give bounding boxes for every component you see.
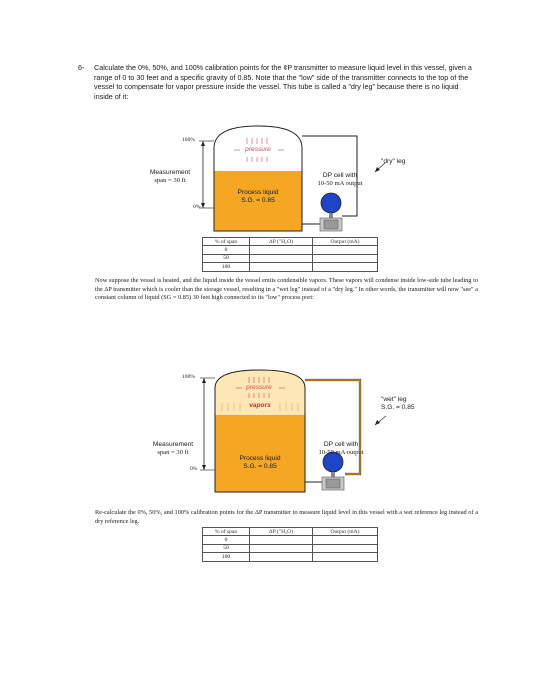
table-row: 100 — [202, 262, 378, 272]
span-arrow-up — [201, 141, 205, 146]
table-header-row: % of span ΔP ("H₂O) Output (mA) — [202, 236, 378, 247]
recalculate-paragraph: Re-calculate the 0%, 50%, and 100% calib… — [95, 509, 478, 525]
cell-percent: 100 — [202, 552, 250, 562]
col-header-percent: % of span — [202, 526, 250, 537]
dp-cell-label: DP cell with 10-50 mA output — [317, 172, 363, 187]
vapor-arrows — [221, 403, 299, 411]
calibration-table-wet: % of span ΔP ("H₂O) Output (mA) 0 50 100 — [202, 526, 378, 562]
process-liquid — [214, 171, 302, 231]
cell-dp[interactable] — [249, 543, 313, 554]
question-text: Calculate the 0%, 50%, and 100% calibrat… — [94, 63, 472, 101]
wet-leg-tube-liquid — [305, 379, 361, 475]
pressure-label: pressure — [245, 146, 271, 153]
cell-output[interactable] — [312, 552, 378, 562]
dry-leg-label: "dry" leg — [381, 158, 406, 165]
cell-output[interactable] — [312, 543, 378, 554]
table-row: 100 — [202, 552, 378, 562]
process-liquid-label: Process liquid S.G. = 0.85 — [239, 455, 281, 470]
vessel-shell — [213, 125, 303, 232]
table-row: 0 — [202, 535, 378, 545]
measurement-span-label: Measurement span = 30 ft — [149, 169, 191, 184]
question-number: 6- — [78, 63, 85, 72]
pressure-arrows — [236, 377, 285, 398]
cell-dp[interactable] — [249, 552, 313, 562]
level-100-label: 100% — [182, 137, 196, 143]
col-header-output: Output (mA) — [312, 526, 378, 537]
cell-output[interactable] — [312, 535, 378, 545]
process-liquid-label: Process liquid S.G. = 0.85 — [237, 189, 279, 204]
process-liquid — [215, 415, 305, 492]
cell-dp[interactable] — [249, 535, 313, 545]
level-0-label: 0% — [193, 204, 201, 210]
span-arrow-down — [201, 203, 205, 208]
wet-leg-label: "wet" leg S.G. = 0.85 — [381, 396, 415, 411]
cell-output[interactable] — [312, 262, 378, 272]
question-block: 6- Calculate the 0%, 50%, and 100% calib… — [78, 63, 478, 101]
calibration-table-dry: % of span ΔP ("H₂O) Output (mA) 0 50 100 — [202, 236, 378, 272]
measurement-span-label: Measurement span = 30 ft — [152, 441, 194, 456]
vapors-label: vapors — [249, 402, 271, 409]
dp-cell-label: DP cell with 10-50 mA output — [318, 441, 364, 456]
level-0-label: 0% — [190, 466, 198, 472]
pressure-arrows — [234, 138, 284, 162]
vapor-space — [215, 370, 305, 415]
dry-leg-tube — [302, 135, 358, 217]
vessel-shell — [214, 369, 306, 493]
pressure-label: pressure — [246, 384, 272, 391]
table-row: 50 — [202, 543, 378, 554]
col-header-dp: ΔP ("H₂O) — [249, 526, 313, 537]
wet-leg-intro-paragraph: Now suppose the vessel is heated, and th… — [95, 277, 478, 302]
cell-percent: 50 — [202, 543, 250, 554]
table-header-row: % of span ΔP ("H₂O) Output (mA) — [202, 526, 378, 537]
level-100-label: 100% — [182, 374, 196, 380]
cell-percent: 0 — [202, 535, 250, 545]
